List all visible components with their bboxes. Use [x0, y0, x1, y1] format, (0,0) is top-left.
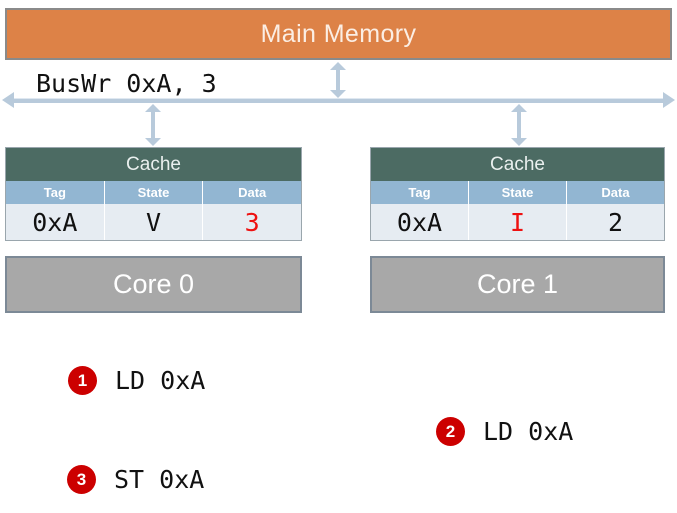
arrow-up-head-icon [145, 104, 161, 112]
cache-1-header-state: State [469, 181, 567, 204]
cache-1-data-value: 2 [607, 207, 624, 237]
cache-1-title: Cache [371, 148, 664, 181]
cache-1-header-tag: Tag [371, 181, 469, 204]
cache-block-1: Cache Tag State Data 0xA I 2 [370, 147, 665, 241]
cache-0-column-headers: Tag State Data [6, 181, 301, 204]
arrow-down-head-icon [330, 90, 346, 98]
core-block-1: Core 1 [370, 256, 665, 313]
cache-1-row: 0xA I 2 [371, 204, 664, 240]
cache-1-header-data: Data [601, 185, 630, 200]
connector-stem [151, 110, 155, 140]
core-1-label: Core 1 [476, 269, 559, 299]
cache-block-0: Cache Tag State Data 0xA V 3 [5, 147, 302, 241]
cache-0-row: 0xA V 3 [6, 204, 301, 240]
step-1-number-badge: 1 [68, 366, 97, 395]
bus-to-cache-1-connector-icon [511, 104, 527, 146]
memory-to-bus-connector-icon [330, 62, 346, 98]
arrow-down-head-icon [145, 138, 161, 146]
step-item-2: 2 LD 0xA [436, 417, 573, 446]
step-3-instruction: ST 0xA [114, 465, 205, 494]
arrow-down-head-icon [511, 138, 527, 146]
cache-0-header-tag: Tag [6, 181, 105, 204]
step-2-number-badge: 2 [436, 417, 465, 446]
bus-transaction-label: BusWr 0xA, 3 [36, 69, 217, 98]
cache-0-title: Cache [6, 148, 301, 181]
step-item-1: 1 LD 0xA [68, 366, 205, 395]
step-3-number-badge: 3 [67, 465, 96, 494]
cache-1-tag-value: 0xA [371, 204, 469, 240]
step-2-instruction: LD 0xA [483, 417, 574, 446]
cache-0-tag-value: 0xA [6, 204, 105, 240]
arrow-up-head-icon [511, 104, 527, 112]
main-memory-block: Main Memory [5, 8, 672, 60]
main-memory-label: Main Memory [260, 19, 417, 48]
core-0-label: Core 0 [112, 269, 195, 299]
step-1-instruction: LD 0xA [115, 366, 206, 395]
bus-line [12, 98, 665, 103]
step-item-3: 3 ST 0xA [67, 465, 204, 494]
bus-arrow-left-icon [2, 92, 14, 108]
cache-0-header-state: State [105, 181, 204, 204]
cache-0-data-value: 3 [244, 207, 260, 237]
cache-0-state-value: V [105, 204, 204, 240]
cache-1-column-headers: Tag State Data [371, 181, 664, 204]
core-block-0: Core 0 [5, 256, 302, 313]
connector-stem [336, 68, 340, 92]
bus-to-cache-0-connector-icon [145, 104, 161, 146]
connector-stem [517, 110, 521, 140]
cache-1-state-value: I [469, 204, 567, 240]
arrow-up-head-icon [330, 62, 346, 70]
bus-arrow-right-icon [663, 92, 675, 108]
cache-0-header-data: Data [238, 185, 267, 200]
